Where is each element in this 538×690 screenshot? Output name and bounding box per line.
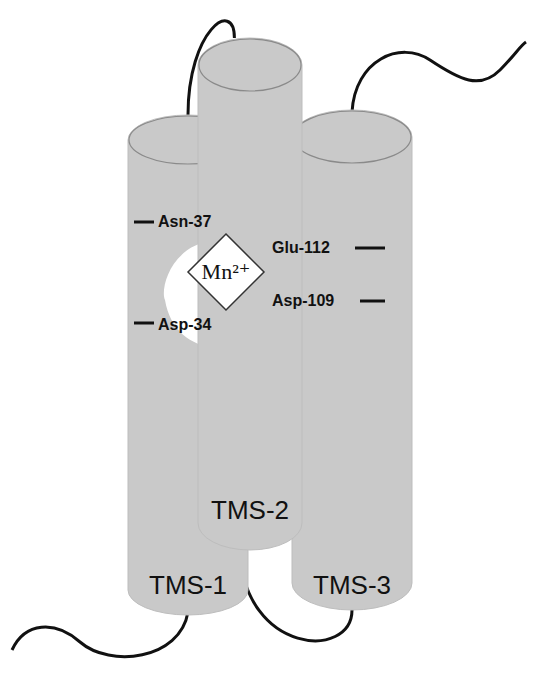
residue-tick [134,221,154,224]
residue-tick [360,300,385,303]
diamond-outline [188,234,264,310]
helix-label: TMS-1 [128,570,248,600]
residue-label: Asp-34 [158,316,211,334]
cylinder-body [292,110,412,610]
residue-tick [355,247,385,250]
helix-label: TMS-2 [198,495,302,525]
cylinder-top [293,111,411,163]
residue-label: Asn-37 [158,213,211,231]
residue-tick [134,322,154,325]
ion-label: Mn²⁺ [187,259,265,285]
residue-label: Glu-112 [272,239,330,257]
cylinder-top [199,39,301,91]
ion-node: Mn²⁺ [187,233,265,311]
helix-cylinder [292,110,412,610]
loop-tail [352,42,526,112]
residue-label: Asp-109 [272,292,334,310]
helix-node: TMS-3 [292,110,412,610]
helix-label: TMS-3 [292,570,412,600]
loop-tail [12,612,188,657]
